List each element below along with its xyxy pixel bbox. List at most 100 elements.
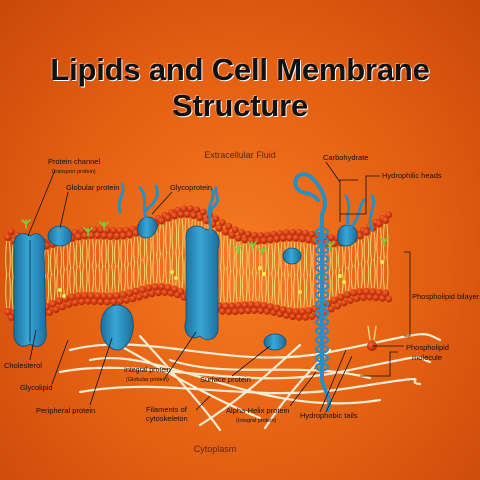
lipid-head bbox=[84, 297, 92, 305]
lipid-tail bbox=[363, 260, 366, 288]
glycoprotein bbox=[137, 216, 158, 239]
lipid-head bbox=[110, 298, 117, 306]
lipid-head bbox=[126, 231, 134, 239]
lipid-tail bbox=[312, 244, 315, 277]
lipid-tail bbox=[111, 265, 114, 293]
lipid-tail bbox=[82, 264, 84, 292]
hydrophobic-tails-label: Hydrophobic tails bbox=[300, 411, 358, 420]
lipid-tail bbox=[53, 272, 56, 301]
lipid-tail bbox=[239, 241, 242, 273]
lipid-head bbox=[225, 222, 233, 230]
protein-chain bbox=[208, 186, 220, 236]
lipid-tail bbox=[88, 239, 91, 267]
lipid-head bbox=[305, 236, 313, 244]
lipid-tail bbox=[357, 239, 360, 266]
lipid-tail bbox=[286, 273, 289, 308]
lipid-tail bbox=[85, 239, 88, 267]
lipid-tail bbox=[156, 227, 158, 257]
surface-protein bbox=[263, 333, 287, 351]
lipid-head bbox=[103, 226, 111, 234]
lipid-tail bbox=[338, 269, 340, 294]
lipid-tail bbox=[133, 261, 136, 288]
lipid-head bbox=[97, 226, 105, 234]
filament bbox=[68, 333, 442, 359]
lipid-tail bbox=[264, 244, 267, 275]
hydrophilic-protein bbox=[368, 194, 376, 232]
lipid-tail bbox=[47, 249, 50, 278]
glycolipid-chain bbox=[379, 237, 389, 247]
lipid-tail bbox=[306, 243, 308, 277]
lipid-tail bbox=[348, 245, 350, 270]
lipid-tail bbox=[5, 273, 8, 309]
alpha-helix-sublabel: (Integral protein) bbox=[236, 418, 277, 424]
glycolipid-layer bbox=[21, 219, 389, 257]
lipid-head bbox=[238, 307, 246, 315]
lipid-tail bbox=[267, 243, 270, 275]
lipid-head bbox=[116, 298, 124, 305]
lipid-tail bbox=[293, 273, 296, 308]
title-line-2: Structure bbox=[171, 88, 308, 123]
filament bbox=[88, 356, 382, 405]
lipid-tail bbox=[226, 267, 229, 303]
lipid-tail bbox=[53, 247, 56, 276]
lipid-head bbox=[87, 292, 95, 300]
lipid-head bbox=[228, 302, 236, 310]
lipid-head bbox=[148, 290, 156, 298]
phospholipid-molecule bbox=[367, 325, 377, 351]
lipid-tail bbox=[56, 245, 59, 273]
lipid-tail bbox=[79, 240, 82, 268]
lipid-head bbox=[4, 233, 12, 241]
lipid-tail bbox=[325, 272, 328, 300]
lipid-tail bbox=[88, 264, 91, 293]
lipid-tail bbox=[271, 243, 274, 275]
helix-coil bbox=[314, 245, 330, 255]
helix-coil bbox=[314, 227, 330, 237]
lipid-tail bbox=[181, 252, 184, 288]
lipid-tail bbox=[56, 270, 59, 298]
lipid-head bbox=[254, 301, 262, 309]
lipid-tail bbox=[66, 243, 69, 271]
lipid-tail bbox=[380, 227, 382, 260]
hydrophilic-heads-bottom bbox=[4, 283, 393, 323]
lipid-tail bbox=[350, 264, 353, 290]
phospholipid-molecule-label: Phospholipid bbox=[406, 343, 449, 352]
lipid-head bbox=[247, 301, 255, 309]
lipid-head bbox=[375, 220, 383, 228]
lipid-tail bbox=[107, 240, 110, 268]
lipid-head bbox=[155, 289, 162, 297]
lipid-head bbox=[366, 293, 373, 301]
lipid-tail bbox=[335, 247, 338, 274]
lipid-tail bbox=[373, 258, 376, 289]
glycoprotein-chain bbox=[138, 184, 159, 220]
lipid-tail bbox=[107, 265, 110, 293]
glycolipid-label: Glycolipid bbox=[20, 383, 53, 392]
lipid-tail bbox=[370, 258, 372, 289]
lipid-head bbox=[129, 295, 137, 303]
lipid-tail bbox=[328, 247, 331, 275]
peripheral-protein-label: Peripheral protein bbox=[36, 406, 95, 415]
lipid-tail bbox=[242, 271, 244, 302]
lipid-head bbox=[164, 214, 172, 222]
lipid-tail bbox=[232, 269, 235, 303]
lipid-tail bbox=[82, 239, 84, 267]
lipid-head bbox=[369, 288, 377, 296]
lipid-head bbox=[241, 301, 249, 309]
lipid-tail bbox=[60, 245, 62, 273]
lipid-tail bbox=[175, 219, 178, 254]
lipid-tail bbox=[158, 252, 161, 284]
lipid-head bbox=[260, 302, 268, 310]
lipid-tail bbox=[162, 224, 165, 255]
lipid-tail bbox=[146, 256, 148, 285]
lipid-tail bbox=[98, 264, 101, 293]
lipid-tail bbox=[252, 271, 254, 302]
lipid-tail bbox=[248, 244, 251, 274]
carbohydrate-protein bbox=[337, 224, 358, 247]
lipid-tail bbox=[370, 231, 372, 262]
lipid-head bbox=[81, 292, 89, 300]
lipid-tail bbox=[92, 239, 94, 267]
lipid-head bbox=[222, 228, 230, 236]
lipid-tail bbox=[274, 242, 276, 275]
lipid-head bbox=[97, 298, 105, 306]
lipid-tail bbox=[245, 271, 248, 302]
